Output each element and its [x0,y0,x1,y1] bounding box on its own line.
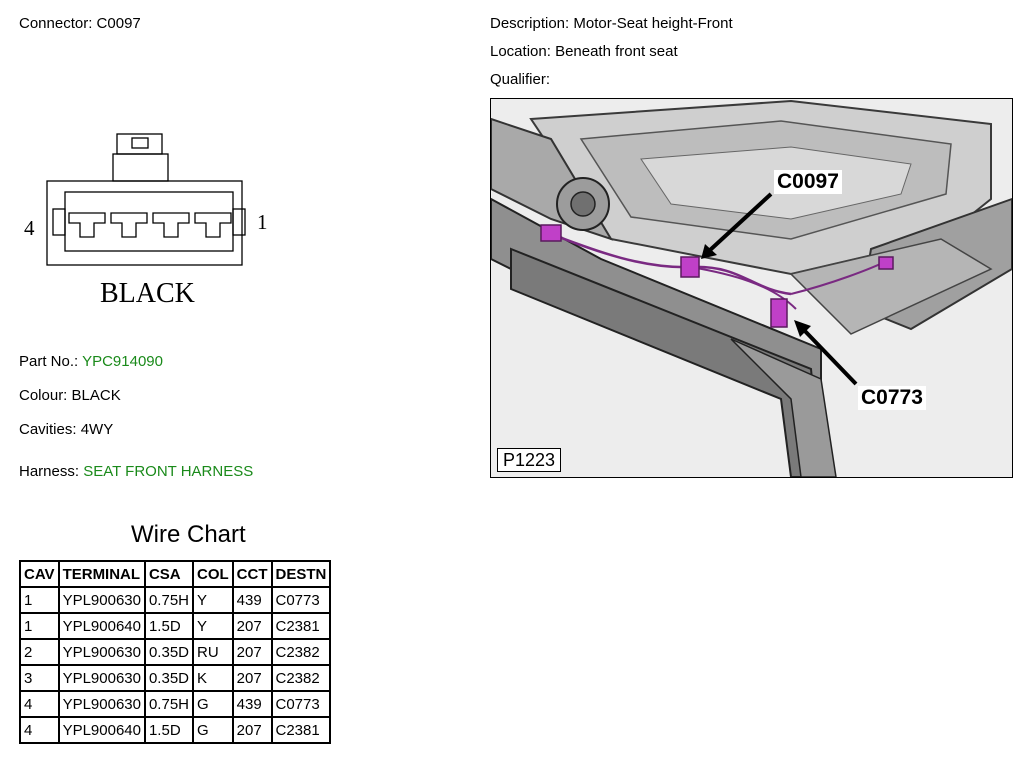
cell-cav: 2 [19,638,60,666]
description-field: Description: Motor-Seat height-Front [490,15,733,33]
cell-csa: 0.75H [143,586,195,614]
cell-col: G [192,690,234,718]
wire-chart-title: Wire Chart [131,521,246,548]
cell-terminal: YPL900640 [57,716,146,744]
table-row: 3 YPL900630 0.35D K 207 C2382 [19,664,332,692]
table-row: 1 YPL900640 1.5D Y 207 C2381 [19,612,332,640]
cell-terminal: YPL900630 [57,586,146,614]
cell-csa: 0.75H [143,690,195,718]
description-label: Description: [490,15,570,32]
cell-cct: 207 [231,612,273,640]
cell-cav: 1 [19,586,60,614]
location-value: Beneath front seat [555,43,678,60]
cell-terminal: YPL900630 [57,690,146,718]
cell-cct: 439 [231,586,273,614]
cell-cav: 3 [19,664,60,692]
cell-destn: C0773 [270,690,332,718]
cavities-label: Cavities: [19,421,77,438]
header-col: COL [192,560,234,588]
cell-destn: C2381 [270,716,332,744]
cell-terminal: YPL900630 [57,638,146,666]
cell-csa: 1.5D [143,612,195,640]
table-row: 2 YPL900630 0.35D RU 207 C2382 [19,638,332,666]
colour-value: BLACK [71,387,121,404]
cell-terminal: YPL900640 [57,612,146,640]
cell-col: Y [192,612,234,640]
cavities-field: Cavities: 4WY [19,421,113,439]
cell-cct: 207 [231,664,273,692]
picture-code: P1223 [497,448,562,472]
cell-col: G [192,716,234,744]
cell-destn: C0773 [270,586,332,614]
cell-csa: 1.5D [143,716,195,744]
connector-colour-label: BLACK [100,278,195,309]
cavities-value: 4WY [80,421,114,438]
harness-field: Harness: SEAT FRONT HARNESS [19,463,253,481]
cell-cav: 1 [19,612,60,640]
qualifier-label: Qualifier: [490,71,551,88]
callout-c0773: C0773 [858,386,926,410]
connector-field: Connector: C0097 [19,15,141,33]
cell-col: K [192,664,234,692]
seat-frame-illustration [491,99,1012,477]
part-no-value[interactable]: YPC914090 [82,353,163,370]
cell-destn: C2381 [270,612,332,640]
cell-destn: C2382 [270,664,332,692]
table-row: 4 YPL900640 1.5D G 207 C2381 [19,716,332,744]
table-row: 4 YPL900630 0.75H G 439 C0773 [19,690,332,718]
cell-col: Y [192,586,234,614]
cell-cct: 439 [231,690,273,718]
location-label: Location: [490,43,551,60]
pin-left-label: 4 [24,216,35,240]
header-cct: CCT [231,560,273,588]
header-terminal: TERMINAL [57,560,146,588]
wire-chart-header-row: CAV TERMINAL CSA COL CCT DESTN [19,560,332,588]
cell-col: RU [192,638,234,666]
colour-field: Colour: BLACK [19,387,121,405]
table-row: 1 YPL900630 0.75H Y 439 C0773 [19,586,332,614]
connector-label: Connector: [19,15,93,32]
part-no-field: Part No.: YPC914090 [19,353,163,371]
part-no-label: Part No.: [19,353,79,370]
colour-label: Colour: [19,387,68,404]
location-picture: C0097 C0773 P1223 [490,98,1013,478]
description-value: Motor-Seat height-Front [573,15,733,32]
harness-label: Harness: [19,463,80,480]
header-destn: DESTN [270,560,332,588]
connector-face-drawing: 4 1 BLACK [24,133,268,309]
header-csa: CSA [143,560,195,588]
pin-right-label: 1 [257,210,268,234]
connector-value: C0097 [96,15,141,32]
wire-chart-table: CAV TERMINAL CSA COL CCT DESTN 1 YPL9006… [19,560,332,744]
cell-cav: 4 [19,716,60,744]
cell-destn: C2382 [270,638,332,666]
qualifier-field: Qualifier: [490,71,550,89]
cell-cct: 207 [231,638,273,666]
harness-value[interactable]: SEAT FRONT HARNESS [83,463,254,480]
cell-csa: 0.35D [143,664,195,692]
location-field: Location: Beneath front seat [490,43,678,61]
cell-cav: 4 [19,690,60,718]
header-cav: CAV [19,560,60,588]
callout-c0097: C0097 [774,170,842,194]
cell-terminal: YPL900630 [57,664,146,692]
cell-csa: 0.35D [143,638,195,666]
cell-cct: 207 [231,716,273,744]
